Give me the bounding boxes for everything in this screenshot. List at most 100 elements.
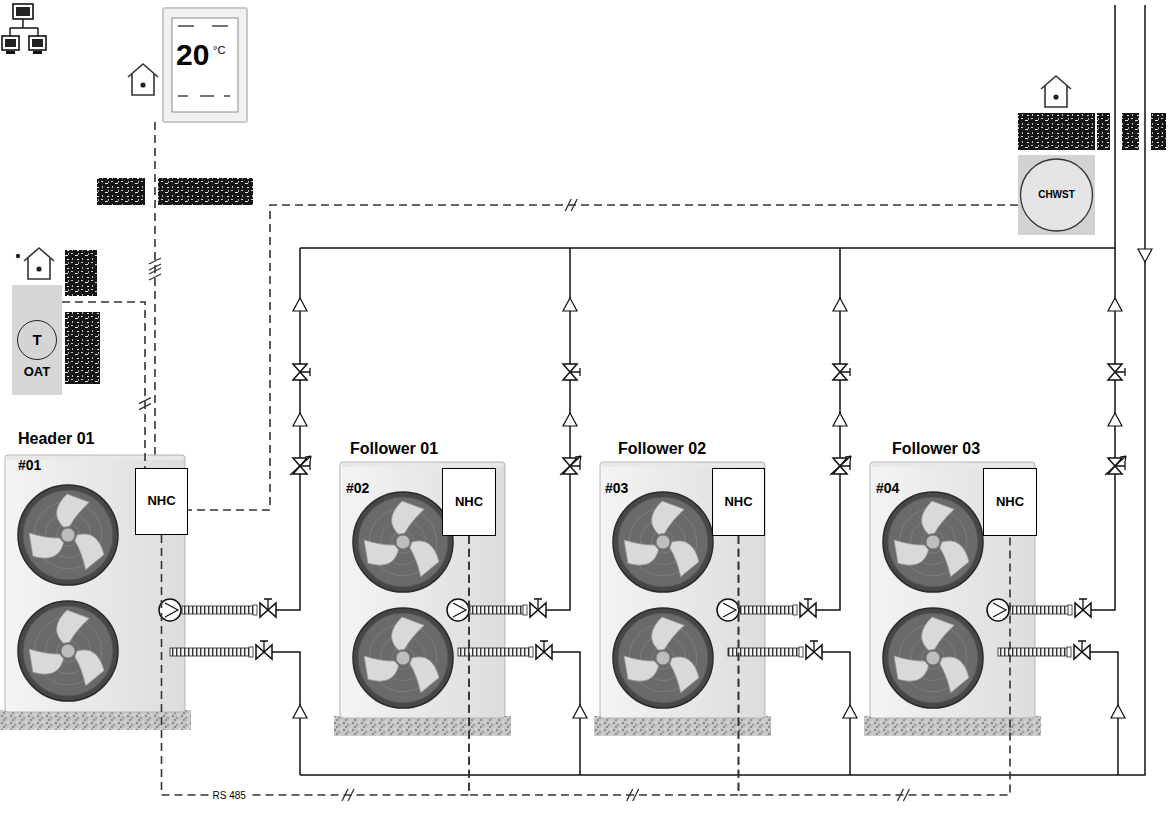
node-label: CHWST — [1038, 189, 1075, 201]
hose-fitting — [1068, 605, 1072, 615]
valve-handle — [1079, 599, 1087, 610]
fan-grille — [353, 492, 453, 592]
fan-hub — [656, 535, 670, 549]
illegible-text-block — [1018, 113, 1095, 150]
housing-top — [602, 463, 763, 467]
fan-hub — [656, 651, 670, 665]
fan-grille — [358, 613, 448, 703]
sensor-circle-outline — [1021, 159, 1093, 231]
illegible-text-block — [1122, 113, 1139, 150]
flow-arrow — [1108, 298, 1122, 311]
fan-blade — [922, 501, 955, 534]
room-thermostat — [163, 8, 247, 122]
fan-grille — [353, 608, 453, 708]
valve-handle — [534, 599, 542, 610]
gravel-base — [864, 716, 1041, 736]
network-icon — [6, 51, 15, 54]
fan-grille — [18, 485, 118, 585]
network-icon — [33, 51, 42, 54]
sensor-circle-outline — [1018, 155, 1095, 235]
house-icon — [16, 254, 20, 258]
network-icon — [16, 7, 30, 16]
flexible-hose — [998, 648, 1070, 656]
cable-mark — [897, 789, 909, 801]
cable-marks — [139, 199, 909, 801]
supply-riser — [1091, 248, 1115, 610]
hose-fitting — [529, 647, 533, 657]
balancing-arrow — [1105, 456, 1126, 475]
flow-arrow — [1108, 413, 1122, 426]
return-header-pipe — [300, 5, 1145, 775]
cable-mark — [565, 199, 577, 211]
fan-grille — [888, 613, 978, 703]
fan-grille — [613, 608, 713, 708]
flexible-hose — [1010, 606, 1071, 614]
controller-box: NHC — [983, 468, 1037, 536]
fan-blade — [364, 656, 398, 681]
fan-grille — [618, 497, 708, 587]
fan-hub — [396, 651, 410, 665]
fan-blade — [624, 656, 658, 681]
fan-blade — [652, 501, 685, 534]
sensor-cable — [62, 302, 145, 468]
fan-hub — [926, 535, 940, 549]
housing-top — [7, 456, 183, 460]
hose-fitting — [799, 647, 803, 657]
heat-pump-unit: NHCFollower 03#04 — [870, 440, 1040, 725]
sensor-circle: T — [17, 320, 57, 360]
valve-handle — [570, 368, 580, 376]
flexible-hose — [740, 606, 796, 614]
balancing-arrow — [290, 456, 311, 475]
circulation-pump — [723, 603, 736, 617]
heat-pump-housing — [5, 455, 185, 712]
valve-handle — [1115, 462, 1125, 470]
flow-arrow — [293, 298, 307, 311]
cable-mark — [139, 398, 151, 410]
gravel-base — [594, 716, 771, 736]
fan-blade — [364, 540, 398, 565]
fan-blade — [75, 650, 104, 686]
unit-title: Follower 02 — [618, 440, 706, 458]
network-icon — [5, 39, 16, 47]
valve-handle — [264, 599, 272, 610]
fan-blade — [670, 657, 699, 693]
network-icon — [13, 4, 33, 19]
network-icon — [29, 36, 46, 50]
hydronic-illustration — [0, 4, 1166, 775]
house-icon — [36, 266, 41, 271]
flow-arrow — [293, 413, 307, 426]
circulation-pump — [993, 603, 1006, 617]
controller-box: NHC — [442, 468, 496, 536]
sensor-cable — [188, 205, 1018, 510]
valve-handle — [840, 462, 850, 470]
fan-blade — [410, 657, 439, 693]
controller-box: NHC — [712, 468, 765, 536]
house-icon — [128, 64, 158, 95]
hose-fitting — [249, 647, 253, 657]
thermostat-display — [172, 18, 238, 112]
water-sensor-box: CHWST — [1018, 155, 1095, 235]
illegible-text-block — [1097, 113, 1110, 150]
fan-blade — [652, 617, 685, 650]
fan-grille — [883, 492, 983, 592]
valve-handle — [300, 368, 310, 376]
circulation-pump — [447, 599, 469, 621]
balancing-arrow — [830, 456, 851, 475]
valve-handle — [570, 462, 580, 470]
supply-riser — [816, 248, 840, 610]
valve-handle — [260, 641, 268, 652]
flow-arrow — [563, 413, 577, 426]
valve-handle — [300, 462, 310, 470]
unit-title: Header 01 — [18, 430, 95, 448]
fan-blade — [624, 540, 658, 565]
flow-arrow — [1138, 249, 1152, 262]
heat-pump-housing — [600, 462, 765, 718]
node-label: OAT — [12, 365, 62, 380]
heat-pump-unit: NHCFollower 02#03 — [600, 440, 770, 725]
supply-riser — [276, 248, 300, 610]
fan-blade — [29, 649, 63, 674]
fan-hub — [396, 535, 410, 549]
flexible-hose — [170, 648, 252, 656]
